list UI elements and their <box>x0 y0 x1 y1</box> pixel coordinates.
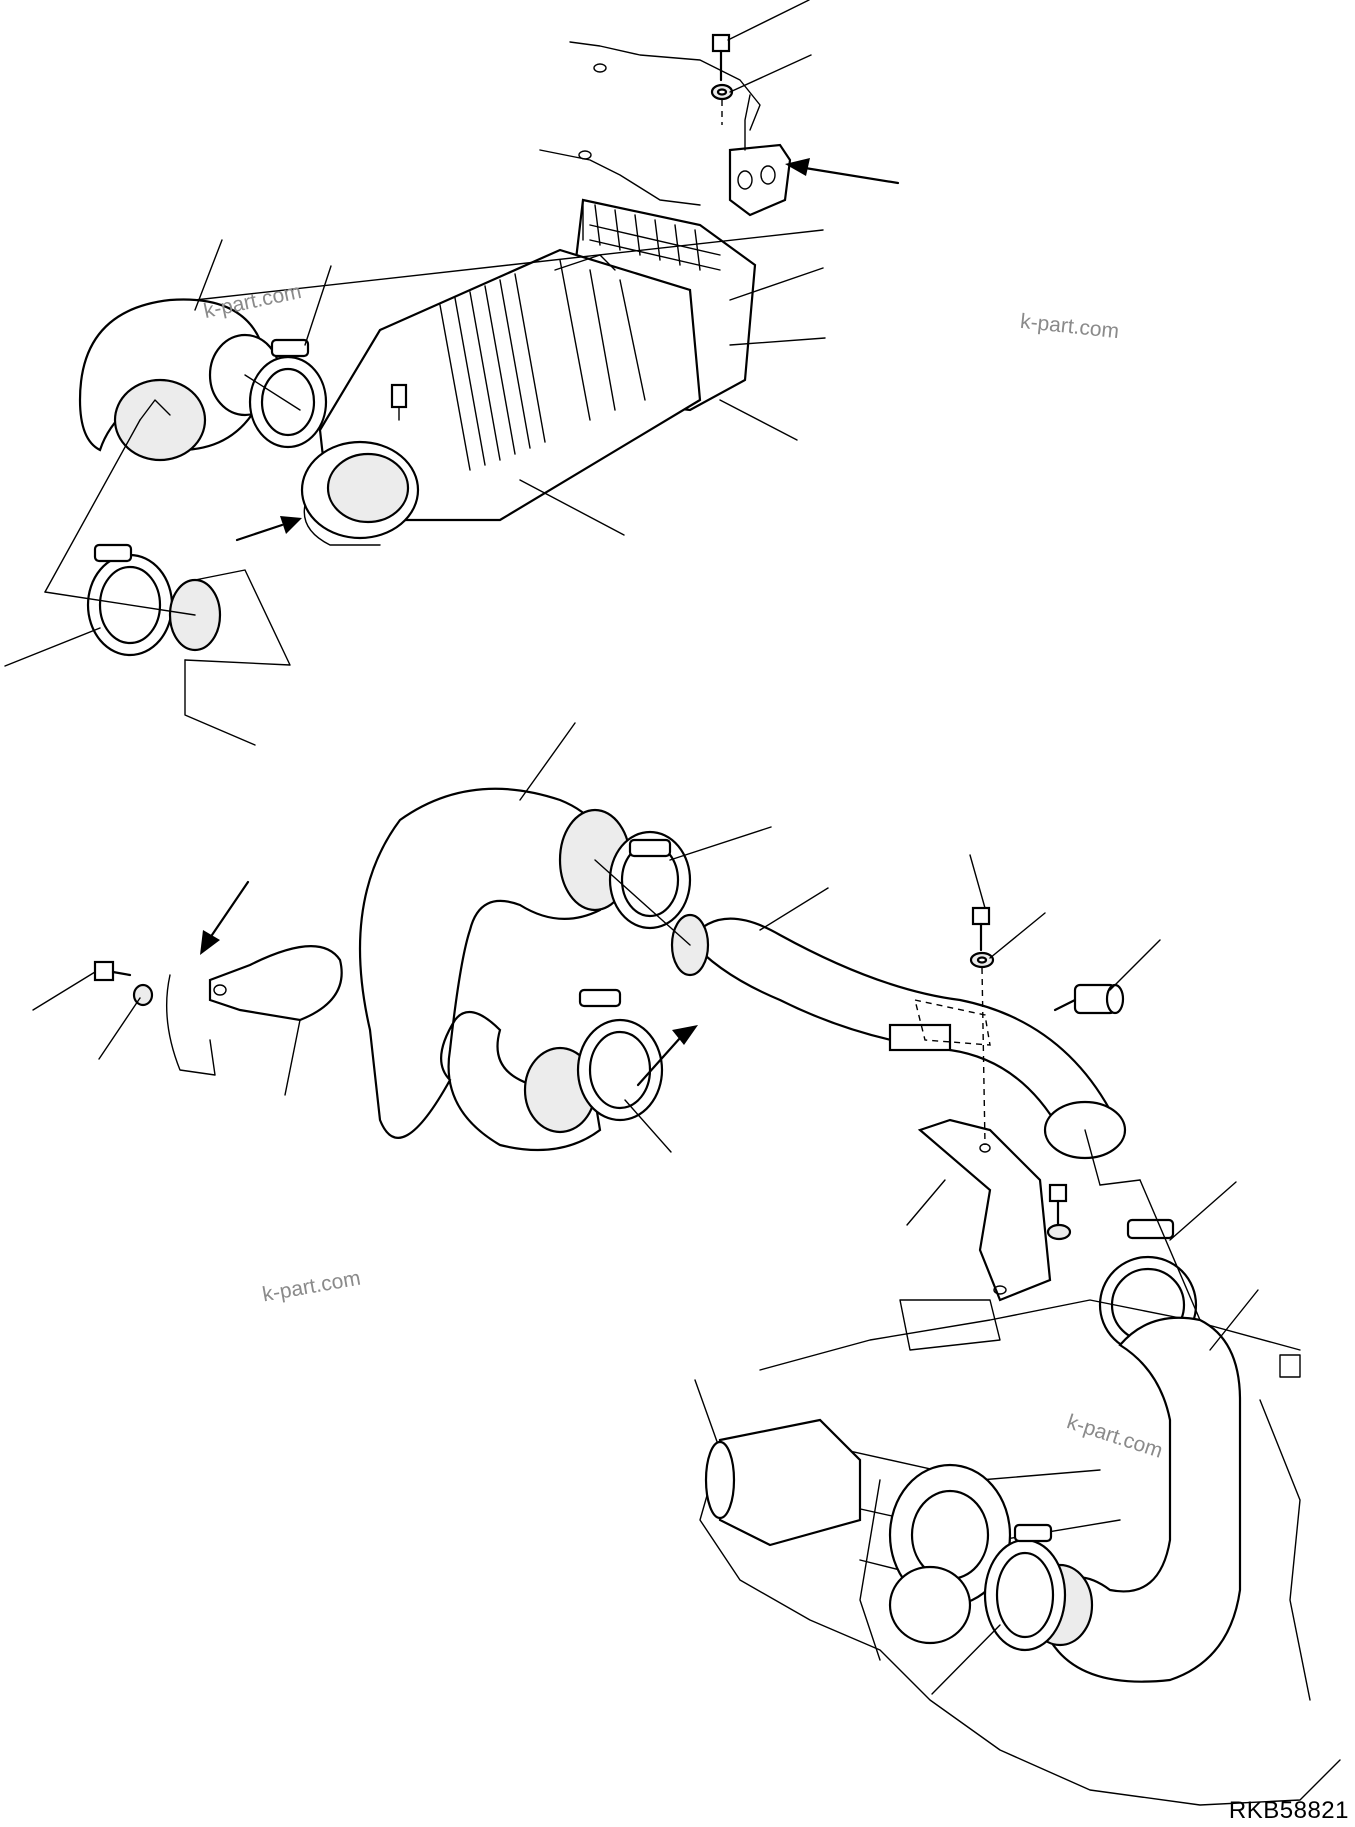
clamp-screw <box>390 383 408 421</box>
hose-clamp-mid-lower <box>576 988 664 1122</box>
elbow-hose-top <box>78 298 282 462</box>
outlet-port <box>300 440 420 546</box>
frame-bracket-outline <box>539 41 761 206</box>
washer-mid <box>969 951 995 969</box>
bracket-clamp <box>166 945 343 1076</box>
pipe-bracket <box>917 1118 1052 1302</box>
drawing-code: RKB58821 <box>1228 1797 1349 1824</box>
arrow-to-outlet <box>235 516 302 542</box>
bolt <box>711 33 731 82</box>
bolt-mid <box>971 906 991 952</box>
exhaust-tube <box>704 1418 862 1547</box>
sensor <box>1053 983 1125 1015</box>
washer <box>710 83 734 101</box>
arrow-to-bracket-clamp <box>200 880 250 955</box>
hose-clamp-turbo <box>983 1523 1067 1652</box>
pipe-adapter <box>168 569 291 746</box>
mounting-bracket <box>728 94 792 217</box>
arrow-to-bracket <box>785 158 900 185</box>
air-cleaner-body <box>318 248 702 522</box>
hose-clamp-mid-upper <box>608 830 692 930</box>
turbocharger <box>859 1463 1012 1661</box>
bolt-lower <box>1046 1183 1072 1241</box>
grille <box>589 204 721 271</box>
assembly-lines <box>44 374 1201 1321</box>
leader-lines <box>4 0 1259 1695</box>
bolt-left <box>93 960 132 982</box>
intake-pipe <box>670 913 1127 1160</box>
elbow-hose-turbo <box>1026 1316 1242 1683</box>
arrow-to-clamp <box>636 1025 698 1087</box>
